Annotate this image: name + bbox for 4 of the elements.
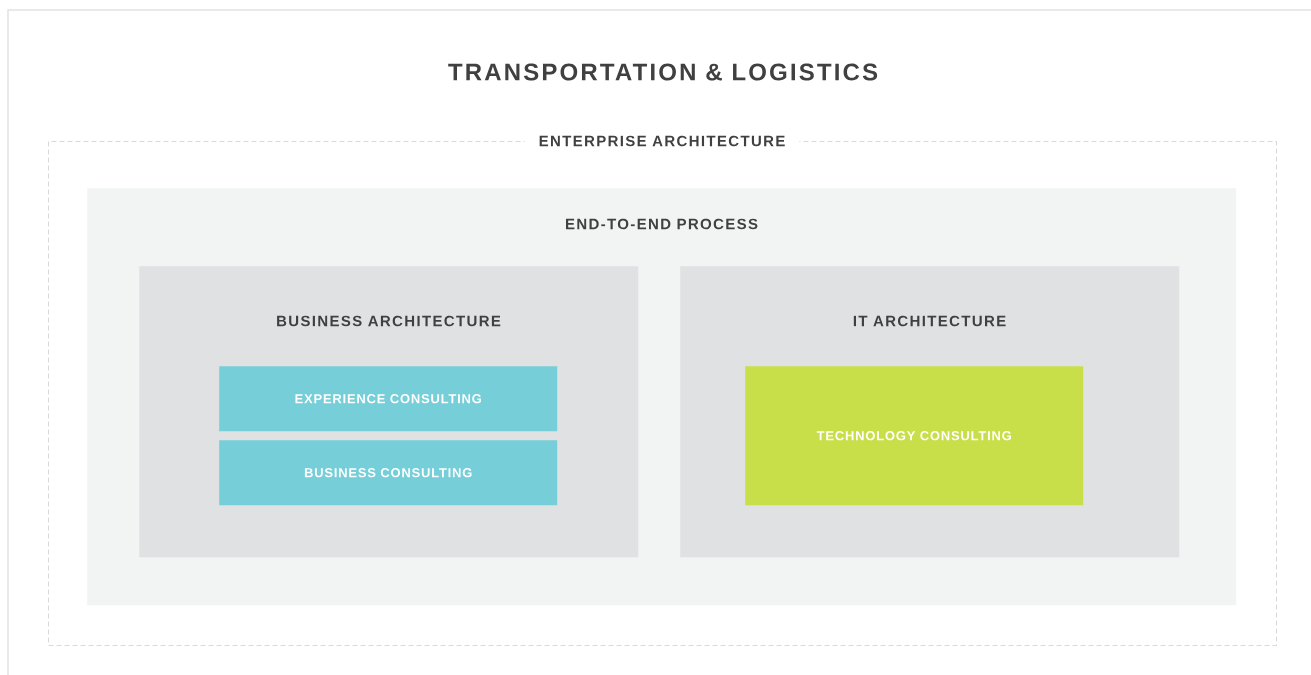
service-box: BUSINESS CONSULTING [219, 440, 558, 506]
service-box: TECHNOLOGY CONSULTING [745, 366, 1084, 506]
title: TRANSPORTATION & LOGISTICS [448, 63, 878, 81]
service-box: EXPERIENCE CONSULTING [219, 366, 558, 432]
